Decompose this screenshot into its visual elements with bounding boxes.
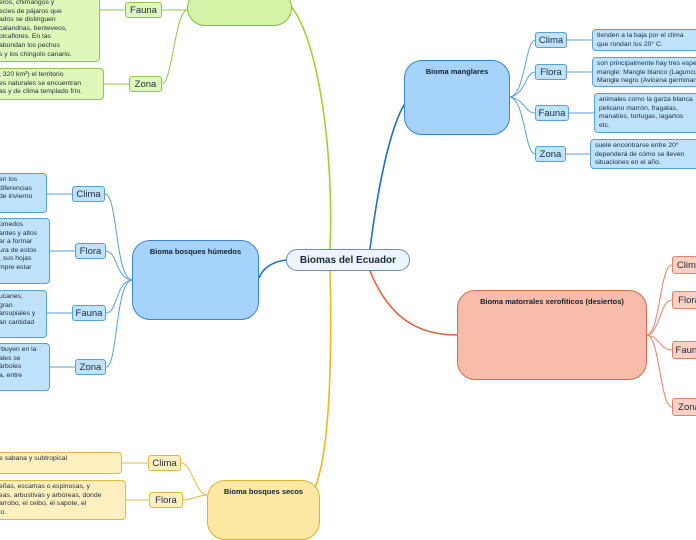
biome-matorrales-title: Bioma matorrales xerofíticos (desiertos) [480,297,624,306]
humedos-zona-text: rbuyen en la ales se árboles a, entre [0,343,50,391]
central-topic[interactable]: Biomas del Ecuador [286,249,410,271]
humedos-subbranches [47,193,133,368]
top-zona-text: , 320 km²) el territorio es naturales se… [0,68,104,100]
branch-secos [314,270,332,489]
manglares-subbranches [509,39,594,155]
humedos-flora-label[interactable]: Flora [75,243,106,259]
humedos-flora-text: úmedos antes y altos ar a formar ura de … [0,218,50,284]
top-fauna-label[interactable]: Fauna [125,2,162,18]
matorrales-clima-label[interactable]: Clima [672,256,696,274]
biome-humedos-title: Bioma bosques húmedos [149,247,242,256]
biome-bosques-humedos[interactable]: Bioma bosques húmedos [132,240,259,320]
secos-subbranches [122,462,208,501]
branch-humedos [258,259,287,279]
humedos-zona-label[interactable]: Zona [75,359,106,375]
biome-manglares-title: Bioma manglares [425,67,489,76]
secos-clima-label[interactable]: Clima [148,455,181,471]
manglares-flora-text: son principalmente hay tres especies man… [592,57,696,87]
biome-matorrales-xerofiticos[interactable]: Bioma matorrales xerofíticos (desiertos) [457,290,647,380]
humedos-clima-label[interactable]: Clima [72,186,105,202]
humedos-fauna-label[interactable]: Fauna [72,305,106,321]
manglares-fauna-text: animales como la garza blanca pelicano m… [594,93,696,133]
manglares-flora-label[interactable]: Flora [535,64,567,80]
humedos-fauna-text: ucanes, gran arsupiales y an cantidad [0,290,47,338]
manglares-zona-text: suele encontrarse entre 20° dependerá de… [590,139,696,169]
secos-clima-text: e sabana y subtropical [0,452,122,474]
biome-secos-title: Bioma bosques secos [223,487,304,496]
matorrales-zona-label[interactable]: Zona [672,398,696,416]
manglares-clima-text: tienden a la baja por el clima que ronda… [592,29,696,51]
biome-bosques-secos[interactable]: Bioma bosques secos [207,480,320,540]
secos-flora-text: eñas, escamas o espinosas, y eas, arbust… [0,480,126,520]
matorrales-flora-label[interactable]: Flora [672,291,696,309]
matorrales-subbranches [646,264,673,408]
manglares-clima-label[interactable]: Clima [535,32,567,48]
manglares-zona-label[interactable]: Zona [535,146,566,162]
matorrales-fauna-label[interactable]: Fauna [672,341,696,359]
humedos-clima-text: en los diferencias de invierno [0,173,47,213]
biome-top[interactable] [187,0,292,26]
branch-top [289,4,332,250]
biome-manglares[interactable]: Bioma manglares [404,60,510,135]
top-zona-label[interactable]: Zona [129,76,162,92]
top-fauna-text: eros, chimangos y ecies de pájaros que a… [0,0,100,62]
branch-matorrales [369,270,458,336]
secos-flora-label[interactable]: Flora [149,492,183,508]
manglares-fauna-label[interactable]: Fauna [535,105,569,121]
top-subbranches [100,9,188,85]
